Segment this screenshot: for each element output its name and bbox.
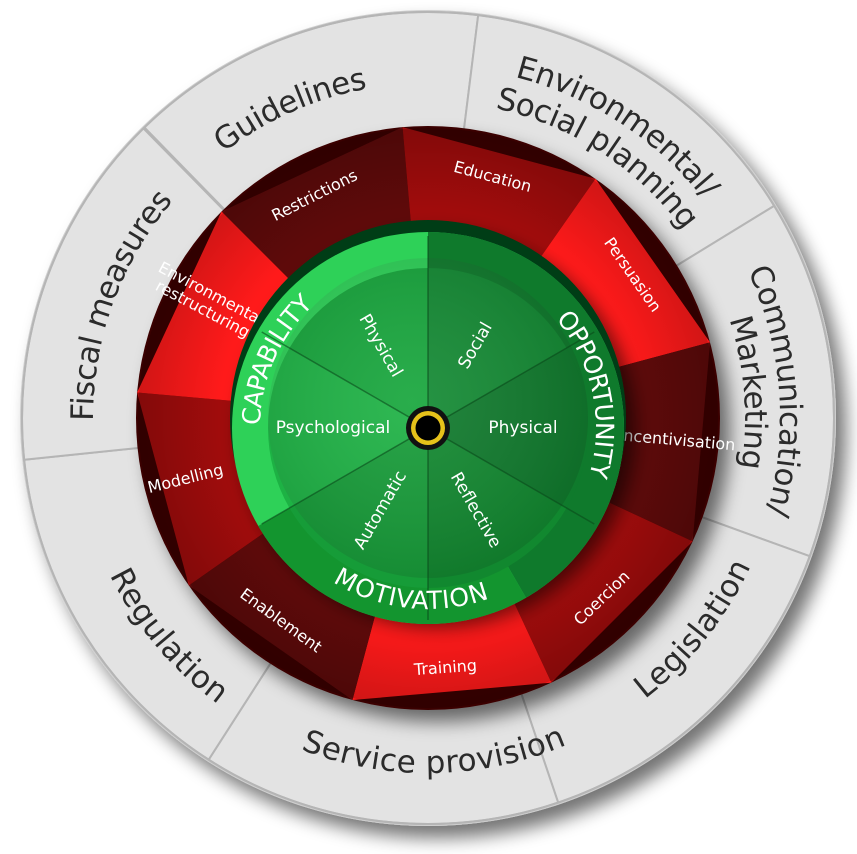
spoke-4 — [261, 427, 429, 525]
hub-center — [415, 415, 441, 441]
intervention-label-training: Training — [412, 656, 477, 679]
spoke-1 — [427, 331, 595, 429]
sources-spokes — [261, 236, 595, 620]
spoke-5 — [261, 331, 429, 429]
outer-ring-border — [21, 11, 835, 825]
spoke-2 — [427, 427, 595, 525]
source-label-psychological-5: Psychological — [276, 418, 391, 438]
source-label-physical-2: Physical — [488, 418, 557, 438]
